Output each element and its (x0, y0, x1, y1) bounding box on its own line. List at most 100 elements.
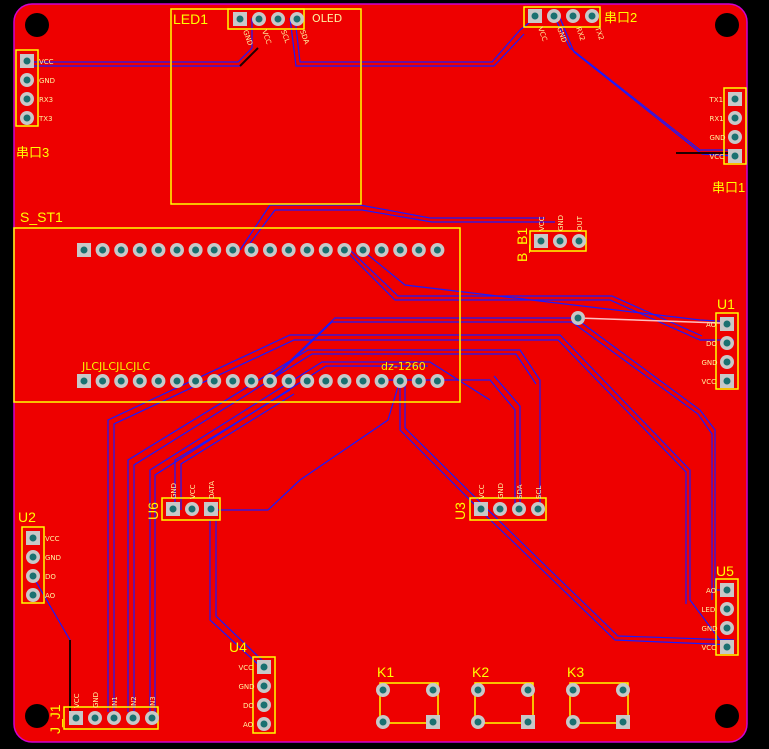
b-b1-label[interactable]: B_B1 (514, 228, 530, 262)
k1-label[interactable]: K1 (377, 664, 394, 680)
k1-pad-4[interactable] (426, 715, 440, 729)
mcu-top-pad-15[interactable] (337, 243, 352, 257)
u3-pad-1[interactable] (474, 502, 488, 516)
mounting-hole-bottom-right[interactable] (715, 704, 739, 728)
u1-pad-1[interactable] (720, 317, 734, 331)
u3-pad-4[interactable] (531, 502, 545, 516)
k2-pad-2[interactable] (521, 683, 535, 697)
mounting-hole-bottom-left[interactable] (25, 704, 49, 728)
mcu-top-pad-17[interactable] (374, 243, 389, 257)
k2-label[interactable]: K2 (472, 664, 489, 680)
k1-pad-2[interactable] (426, 683, 440, 697)
mcu-bottom-pad-17[interactable] (374, 374, 389, 388)
oled-pad-4[interactable] (290, 12, 304, 26)
serial2-pad-3[interactable] (566, 9, 580, 23)
serial1-pad-4[interactable] (728, 149, 742, 163)
u2-pad-4[interactable] (26, 588, 40, 602)
u1-label[interactable]: U1 (717, 296, 735, 312)
u4-label[interactable]: U4 (229, 639, 247, 655)
k1-pad-3[interactable] (376, 715, 390, 729)
oled-pad-2[interactable] (252, 12, 266, 26)
mounting-hole-top-right[interactable] (715, 13, 739, 37)
u2-pad-2[interactable] (26, 550, 40, 564)
serial3-pad-3[interactable] (20, 92, 34, 106)
u3-pad-3[interactable] (512, 502, 526, 516)
b_b1-pad-3[interactable] (572, 234, 586, 248)
u2-pad-3[interactable] (26, 569, 40, 583)
mcu-bottom-pad-13[interactable] (300, 374, 315, 388)
u6-label[interactable]: U6 (145, 502, 161, 520)
serial3-pad-4[interactable] (20, 111, 34, 125)
s-st1-label[interactable]: S_ST1 (20, 209, 63, 225)
via[interactable] (571, 311, 585, 325)
u6-pad-2[interactable] (185, 502, 199, 516)
j_j1-pad-1[interactable] (69, 711, 83, 725)
mcu-bottom-pad-14[interactable] (318, 374, 333, 388)
mcu-bottom-pad-7[interactable] (188, 374, 203, 388)
serial1-pad-1[interactable] (728, 92, 742, 106)
mcu-bottom-pad-18[interactable] (393, 374, 408, 388)
u4-pad-4[interactable] (257, 717, 271, 731)
mcu-top-pad-2[interactable] (95, 243, 110, 257)
copper-traces[interactable] (26, 17, 735, 712)
u5-label[interactable]: U5 (716, 563, 734, 579)
serial3-pad-1[interactable] (20, 54, 34, 68)
k3-pad-2[interactable] (616, 683, 630, 697)
b_b1-pad-1[interactable] (534, 234, 548, 248)
u3-pad-2[interactable] (493, 502, 507, 516)
mcu-bottom-pad-12[interactable] (281, 374, 296, 388)
j_j1-pad-3[interactable] (107, 711, 121, 725)
mcu-top-pad-10[interactable] (244, 243, 259, 257)
u2-pad-1[interactable] (26, 531, 40, 545)
u5-pad-4[interactable] (720, 640, 734, 654)
mcu-bottom-pad-10[interactable] (244, 374, 259, 388)
u5-pad-1[interactable] (720, 583, 734, 597)
u4-pad-3[interactable] (257, 698, 271, 712)
mcu-top-pad-13[interactable] (300, 243, 315, 257)
mounting-hole-top-left[interactable] (25, 13, 49, 37)
u1-pad-3[interactable] (720, 355, 734, 369)
mcu-bottom-pad-20[interactable] (430, 374, 445, 388)
mcu-top-pad-14[interactable] (318, 243, 333, 257)
mcu-bottom-pad-1[interactable] (77, 374, 91, 388)
uart3-label[interactable]: 串口3 (16, 145, 49, 160)
mcu-bottom-pad-19[interactable] (411, 374, 426, 388)
uart2-label[interactable]: 串口2 (604, 10, 637, 25)
mcu-top-pad-18[interactable] (393, 243, 408, 257)
k2-pad-3[interactable] (471, 715, 485, 729)
mcu-top-pad-11[interactable] (263, 243, 277, 257)
u1-pad-2[interactable] (720, 336, 734, 350)
mcu-bottom-pad-16[interactable] (356, 374, 370, 388)
u6-pad-3[interactable] (204, 502, 218, 516)
j-j1-label[interactable]: J_J1 (47, 704, 63, 734)
mcu-bottom-pad-11[interactable] (263, 374, 277, 388)
serial2-pad-1[interactable] (528, 9, 542, 23)
serial3-pad-2[interactable] (20, 73, 34, 87)
mcu-bottom-pad-15[interactable] (337, 374, 352, 388)
u6-pad-1[interactable] (166, 502, 180, 516)
k1-pad-1[interactable] (376, 683, 390, 697)
mcu-top-pad-4[interactable] (132, 243, 147, 257)
j_j1-pad-2[interactable] (88, 711, 102, 725)
u4-pad-2[interactable] (257, 679, 271, 693)
mcu-bottom-pad-4[interactable] (132, 374, 147, 388)
mcu-top-pad-6[interactable] (170, 243, 184, 257)
mcu-bottom-pad-3[interactable] (114, 374, 129, 388)
u1-pad-4[interactable] (720, 374, 734, 388)
b_b1-pad-2[interactable] (553, 234, 567, 248)
u2-label[interactable]: U2 (18, 509, 36, 525)
mcu-top-pad-5[interactable] (151, 243, 166, 257)
mcu-top-pad-19[interactable] (411, 243, 426, 257)
j_j1-pad-5[interactable] (145, 711, 159, 725)
j_j1-pad-4[interactable] (126, 711, 140, 725)
oled-pad-1[interactable] (233, 12, 247, 26)
serial1-pad-2[interactable] (728, 111, 742, 125)
mcu-bottom-pad-6[interactable] (170, 374, 184, 388)
mcu-top-pad-8[interactable] (207, 243, 222, 257)
oled-pad-3[interactable] (271, 12, 285, 26)
k3-pad-1[interactable] (566, 683, 580, 697)
k2-pad-1[interactable] (471, 683, 485, 697)
mcu-top-pad-7[interactable] (188, 243, 203, 257)
